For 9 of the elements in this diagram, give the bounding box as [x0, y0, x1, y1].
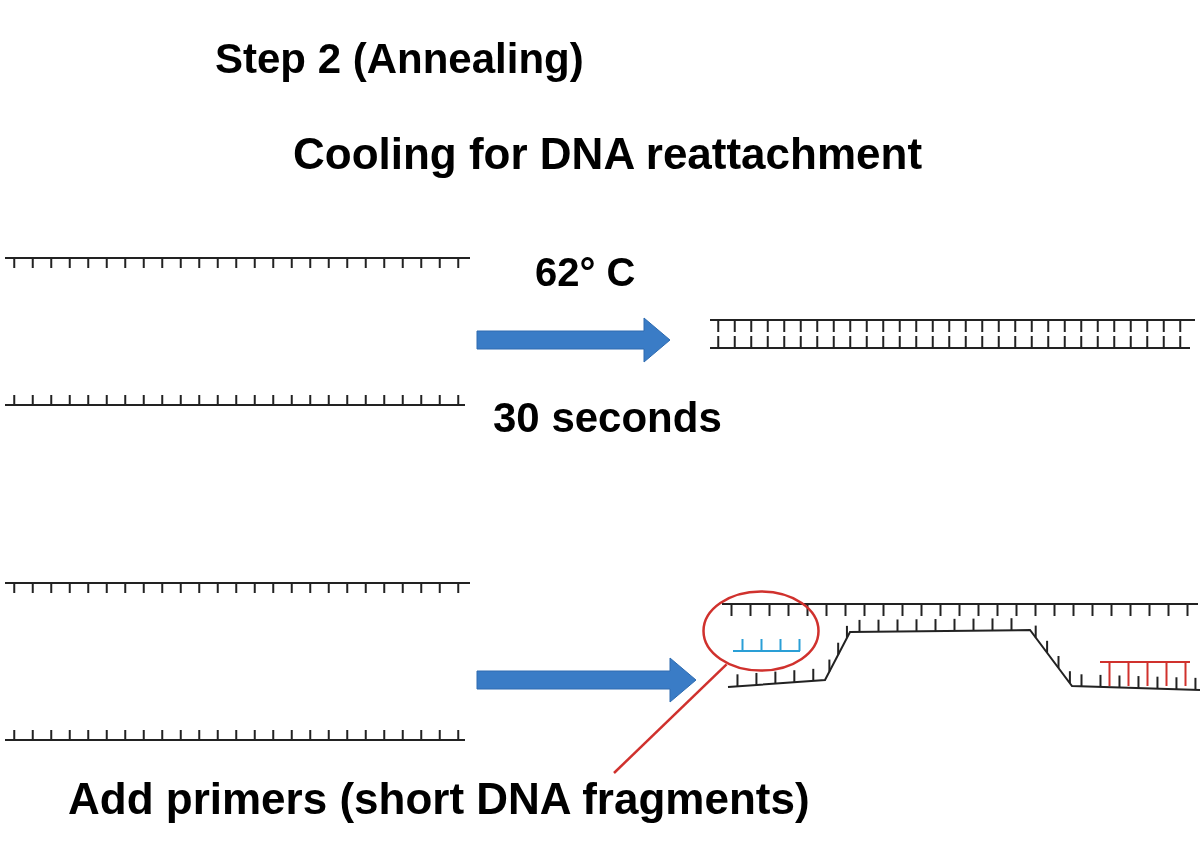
- highlight-circle: [702, 590, 820, 672]
- leader-line: [613, 663, 728, 774]
- duration-label: 30 seconds: [493, 395, 722, 442]
- title: Step 2 (Annealing): [215, 36, 584, 83]
- note-text: Add primers (short DNA fragments): [68, 775, 810, 824]
- block-arrow: [476, 317, 671, 363]
- temperature-label: 62° C: [535, 250, 636, 294]
- subtitle: Cooling for DNA reattachment: [293, 130, 923, 179]
- block-arrow: [476, 657, 697, 703]
